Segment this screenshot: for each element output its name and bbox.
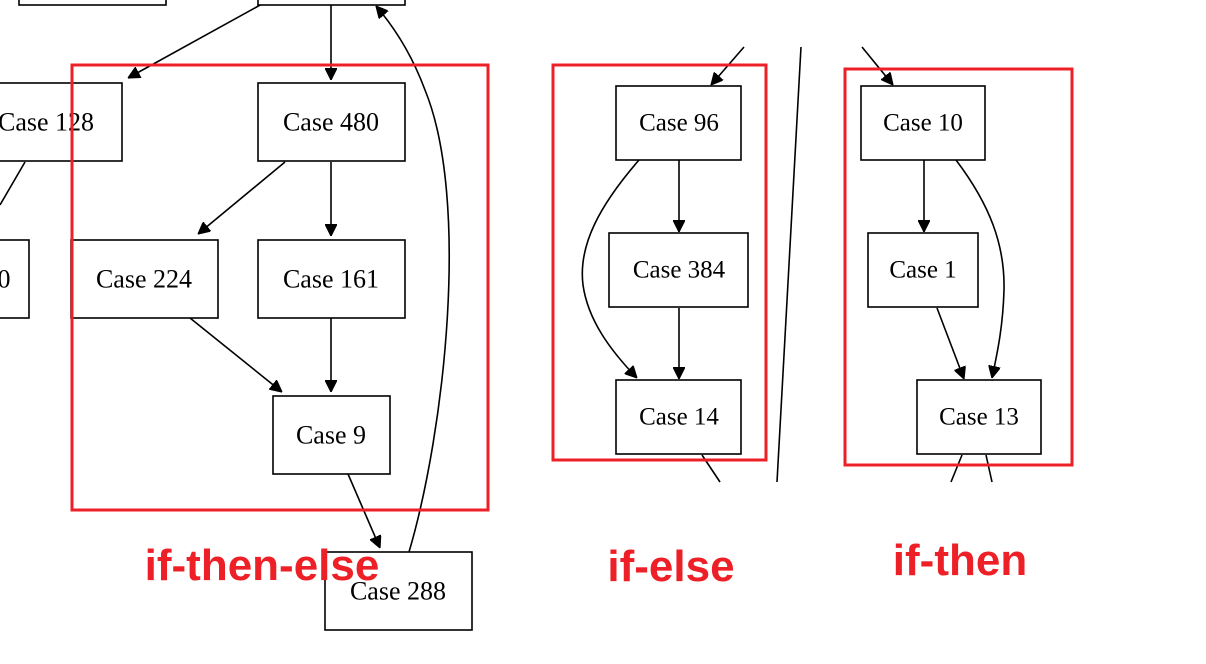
- node-label: Case 161: [283, 265, 379, 294]
- node-case-480[interactable]: Case 480: [257, 82, 406, 162]
- node-case-224[interactable]: Case 224: [70, 239, 219, 319]
- cluster-label-if-else: if-else: [607, 542, 734, 591]
- node-case-9[interactable]: Case 9: [272, 395, 391, 475]
- node-label: Case 14: [639, 404, 719, 431]
- separator-edge: [776, 46, 802, 483]
- node-label: Case 384: [633, 257, 726, 284]
- node-label: Case 9: [296, 421, 366, 450]
- node-top-left-partial[interactable]: [18, 0, 167, 6]
- node-label: Case 480: [283, 108, 379, 137]
- node-label: Case 96: [639, 110, 719, 137]
- node-case-14[interactable]: Case 14: [615, 379, 742, 455]
- node-top-center-partial[interactable]: [257, 0, 406, 6]
- edge-case-288-to-top: [376, 6, 450, 553]
- cluster-label-if-then: if-then: [893, 536, 1027, 585]
- cluster-box-if-then: [843, 67, 1074, 467]
- edge-top-to-case-128: [128, 3, 263, 79]
- clusters: [70, 63, 1074, 512]
- edge-case-128-to-0: [0, 161, 26, 206]
- edge-case-96-to-case-14: [581, 159, 640, 378]
- edge-case-10-to-case-13: [955, 159, 1005, 378]
- node-case-161[interactable]: Case 161: [257, 239, 406, 319]
- node-case-1[interactable]: Case 1: [867, 232, 979, 308]
- edge-case-224-to-case-9: [189, 317, 282, 392]
- node-label: Case 224: [96, 265, 192, 294]
- node-label: 0: [0, 265, 11, 294]
- edges-middle: [581, 46, 802, 483]
- edge-case-1-to-case-13: [936, 307, 964, 379]
- node-label: Case 288: [350, 577, 446, 606]
- edge-in-to-case-10: [861, 46, 893, 85]
- edges-right: [861, 46, 1005, 483]
- cluster-labels: if-then-else if-else if-then: [145, 536, 1028, 591]
- nodes: Case 128 Case 480 0 Case 224 Case 161 Ca…: [0, 0, 1042, 631]
- node-label: Case 13: [939, 404, 1019, 431]
- node-case-288[interactable]: Case 288: [324, 551, 473, 631]
- cluster-label-if-then-else: if-then-else: [145, 541, 380, 590]
- node-case-384[interactable]: Case 384: [608, 232, 749, 308]
- node-label: Case 128: [0, 108, 94, 137]
- node-case-10[interactable]: Case 10: [860, 85, 986, 161]
- node-label: Case 10: [883, 110, 963, 137]
- node-case-128[interactable]: Case 128: [0, 82, 123, 162]
- cluster-box-if-else: [551, 63, 768, 462]
- edge-case-13-out-left: [950, 454, 963, 483]
- node-label: Case 1: [889, 257, 956, 284]
- edge-case-13-out-right: [985, 454, 993, 483]
- node-case-96[interactable]: Case 96: [615, 85, 742, 161]
- node-left-partial-0[interactable]: 0: [0, 239, 30, 319]
- edge-case-480-to-case-224: [198, 161, 286, 234]
- node-case-13[interactable]: Case 13: [916, 379, 1042, 455]
- cluster-box-if-then-else: [70, 63, 490, 512]
